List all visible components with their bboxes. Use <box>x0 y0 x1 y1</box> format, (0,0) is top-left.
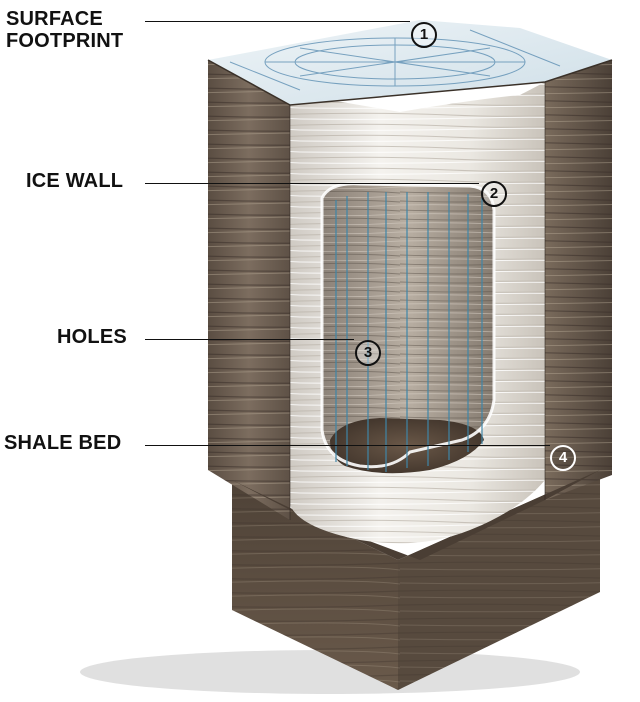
marker-2: 2 <box>481 181 507 207</box>
marker-1: 1 <box>411 22 437 48</box>
marker-3: 3 <box>355 340 381 366</box>
label-shale-bed: SHALE BED <box>4 432 122 454</box>
leader-line-2 <box>145 183 479 184</box>
leader-line-1 <box>145 21 410 22</box>
label-ice-wall: ICE WALL <box>26 170 124 192</box>
surface-blueprint <box>229 29 561 91</box>
label-surface-line-2: FOOTPRINT <box>6 30 124 52</box>
freeze-pipes <box>335 192 483 472</box>
leader-line-3 <box>145 339 354 340</box>
label-surface-line-1: SURFACE <box>6 8 103 30</box>
marker-4: 4 <box>550 445 576 471</box>
label-holes: HOLES <box>57 326 127 348</box>
leader-line-4 <box>145 445 550 446</box>
label-surface-footprint: SURFACE FOOTPRINT <box>6 8 123 52</box>
